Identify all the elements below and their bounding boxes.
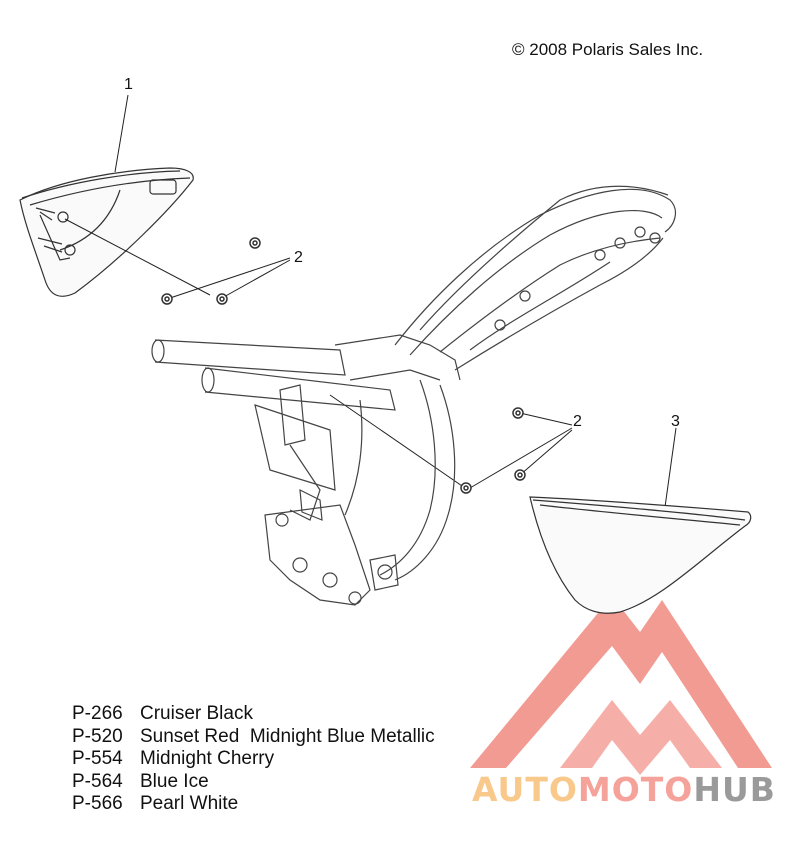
legend-color: Pearl White	[140, 793, 239, 814]
legend-code: P-266	[72, 703, 123, 724]
callout-2-upper: 2	[294, 249, 303, 266]
part-2-nuts	[161, 237, 526, 494]
callout-3: 3	[671, 413, 680, 430]
legend-color: Cruiser Black	[140, 703, 253, 724]
legend-color: Blue Ice	[140, 770, 209, 792]
legend-code: P-554	[72, 748, 123, 769]
brand-moto: MOTO	[577, 770, 694, 809]
legend-color: Midnight Cherry	[140, 748, 275, 769]
callout-1: 1	[124, 76, 133, 93]
watermark-logo	[470, 596, 772, 775]
legend-color: Sunset Red Midnight Blue Metallic	[140, 725, 435, 747]
watermark-brand: AUTOMOTOHUB	[472, 770, 776, 809]
brand-auto: AUTO	[472, 770, 578, 809]
copyright-text: © 2008 Polaris Sales Inc.	[512, 40, 704, 59]
part-1-cover	[19, 167, 194, 297]
legend-row: P-520 Sunset Red Midnight Blue Metallic	[72, 726, 435, 749]
legend-code: P-566	[72, 793, 123, 814]
leader-lines	[64, 94, 677, 508]
color-legend: P-266 Cruiser Black P-520 Sunset Red Midni…	[72, 703, 435, 816]
legend-row: P-566 Pearl White	[72, 793, 435, 816]
brand-hub: HUB	[693, 770, 776, 809]
part-3-side-cover	[529, 496, 752, 614]
frame	[151, 185, 677, 606]
callout-2-lower: 2	[573, 413, 582, 430]
legend-row: P-554 Midnight Cherry	[72, 748, 435, 771]
legend-row: P-266 Cruiser Black	[72, 703, 435, 726]
legend-code: P-520	[72, 725, 123, 747]
legend-code: P-564	[72, 770, 123, 792]
legend-row: P-564 Blue Ice	[72, 771, 435, 794]
